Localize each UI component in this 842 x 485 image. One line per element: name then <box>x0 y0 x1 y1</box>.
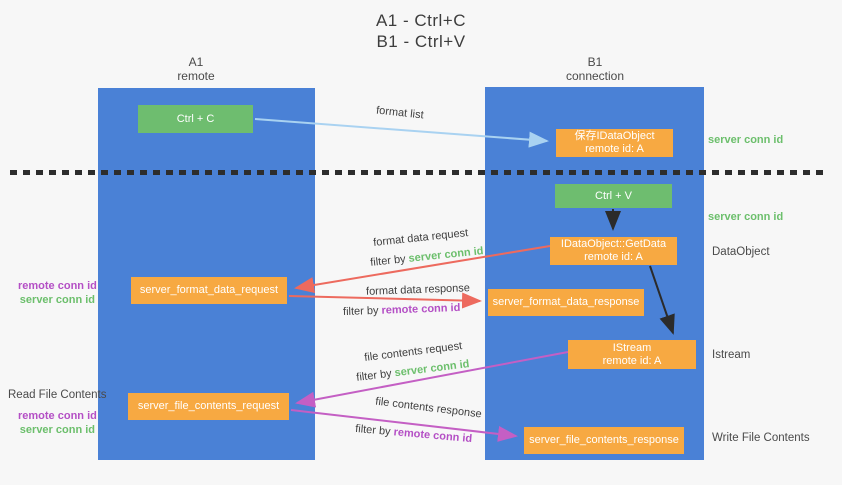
filter-by-text: filter by <box>354 422 395 439</box>
side-label-istream: Istream <box>712 349 751 361</box>
node-ctrl-c: Ctrl + C <box>138 105 253 133</box>
node-istream-line2: remote id: A <box>602 354 662 367</box>
node-server-file-contents-request-label: server_file_contents_request <box>137 400 280 412</box>
edge-label-format-data-request: format data request <box>372 227 469 249</box>
edge-label-format-data-response: format data response <box>365 282 471 298</box>
filter-by-text: filter by <box>342 304 382 319</box>
lane-header-b1: B1 connection <box>485 55 705 83</box>
node-istream: IStream remote id: A <box>568 340 696 369</box>
side-label-server-conn-id-mid: server conn id <box>708 211 784 223</box>
diagram-title: A1 - Ctrl+C B1 - Ctrl+V <box>0 10 842 52</box>
node-server-file-contents-response: server_file_contents_response <box>524 427 684 454</box>
node-ctrl-c-label: Ctrl + C <box>176 112 215 125</box>
side-label-server-conn-id-left-mid: server conn id <box>19 294 95 306</box>
server-conn-id-highlight: server conn id <box>407 245 485 265</box>
node-ctrl-v-label: Ctrl + V <box>595 189 632 202</box>
node-istream-line1: IStream <box>612 341 652 354</box>
node-server-format-data-response: server_format_data_response <box>488 289 644 316</box>
node-idataobject-getdata-line2: remote id: A <box>584 251 643 263</box>
edge-label-format-list: format list <box>375 104 425 122</box>
node-server-format-data-request-label: server_format_data_request <box>139 284 279 296</box>
lane-a1-subtitle: remote <box>177 69 215 83</box>
filter-by-text: filter by <box>355 367 396 384</box>
lane-b1-name: B1 <box>587 55 603 69</box>
remote-conn-id-highlight: remote conn id <box>381 301 461 317</box>
edge-label-file-contents-response: file contents response <box>374 395 483 421</box>
side-label-server-conn-id-left-bottom: server conn id <box>19 424 95 436</box>
node-server-file-contents-response-label: server_file_contents_response <box>529 434 679 446</box>
lane-header-a1: A1 remote <box>88 55 304 83</box>
dotted-divider <box>10 170 824 175</box>
edge-label-filter-by-server-1: filter by server conn id <box>370 245 484 269</box>
server-conn-id-highlight: server conn id <box>393 358 471 380</box>
lane-b1-subtitle: connection <box>565 69 625 83</box>
node-idataobject-getdata: IDataObject::GetData remote id: A <box>550 237 677 265</box>
side-label-conn-ids-bottom: remote conn id server conn id <box>18 409 97 437</box>
node-save-idataobject-line2: remote id: A <box>585 143 644 155</box>
side-label-remote-conn-id-bottom: remote conn id <box>18 410 97 422</box>
title-line-b1: B1 - Ctrl+V <box>376 32 466 51</box>
side-label-write-file-contents: Write File Contents <box>712 432 810 444</box>
node-save-idataobject-line1: 保存IDataObject <box>574 130 655 142</box>
side-label-conn-ids-mid: remote conn id server conn id <box>18 279 97 307</box>
side-label-remote-conn-id-mid: remote conn id <box>18 280 97 292</box>
node-ctrl-v: Ctrl + V <box>555 184 672 208</box>
node-server-format-data-request: server_format_data_request <box>131 277 287 304</box>
node-save-idataobject: 保存IDataObject remote id: A <box>556 129 673 157</box>
filter-by-text: filter by <box>369 252 410 269</box>
edge-label-filter-by-remote-1: filter by remote conn id <box>343 302 461 318</box>
side-label-read-file-contents: Read File Contents <box>8 389 107 401</box>
edge-label-filter-by-remote-2: filter by remote conn id <box>355 423 473 445</box>
node-idataobject-getdata-line1: IDataObject::GetData <box>560 238 667 250</box>
title-line-a1: A1 - Ctrl+C <box>375 11 467 30</box>
lane-a1-name: A1 <box>188 55 204 69</box>
side-label-dataobject: DataObject <box>712 246 770 258</box>
node-server-file-contents-request: server_file_contents_request <box>128 393 289 420</box>
side-label-server-conn-id-top: server conn id <box>708 134 784 146</box>
node-server-format-data-response-label: server_format_data_response <box>492 296 640 308</box>
remote-conn-id-highlight: remote conn id <box>393 426 473 446</box>
